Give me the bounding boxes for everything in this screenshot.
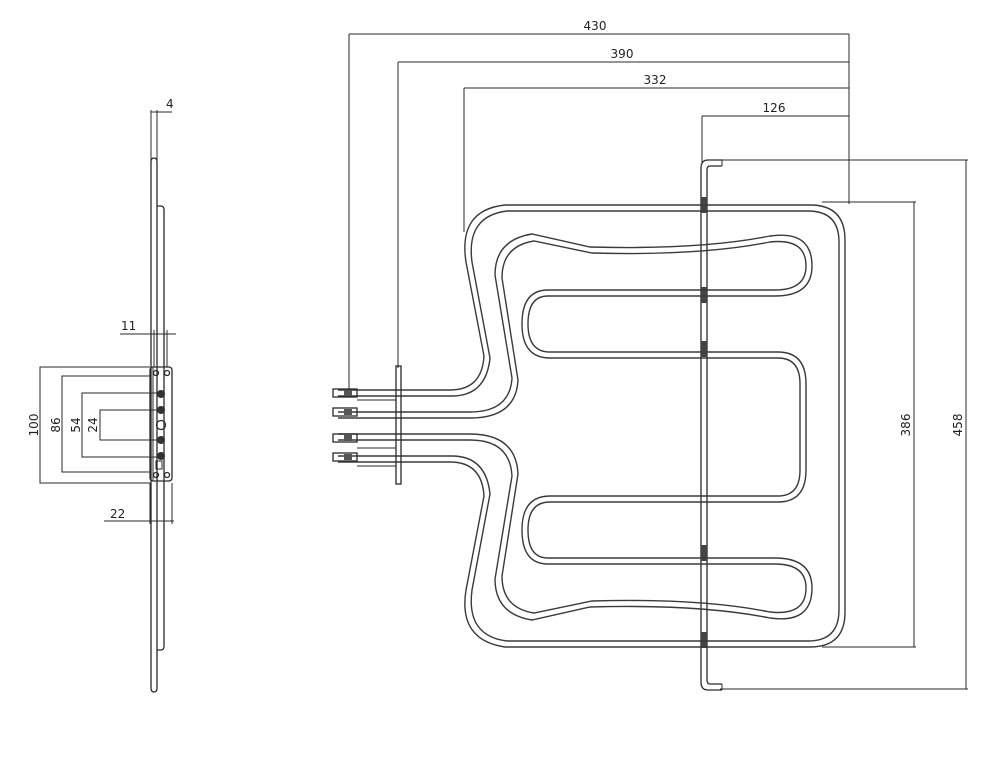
dim-430: 430 xyxy=(584,19,607,33)
dim-11: 11 xyxy=(121,319,136,333)
dim-bracket-86 xyxy=(61,375,150,473)
serpentine-heating-element-inner xyxy=(338,240,807,614)
front-view: 430 390 332 126 458 386 xyxy=(332,19,968,691)
terminal-pin-1 xyxy=(157,390,165,398)
side-rod xyxy=(150,157,158,693)
outer-heating-element xyxy=(338,204,846,648)
terminal-pin-4 xyxy=(157,452,165,460)
dim-332: 332 xyxy=(644,73,667,87)
side-view: 4 11 100 86 54 24 22 xyxy=(27,97,176,693)
dim-100: 100 xyxy=(27,414,41,437)
height-dimensions: 458 386 xyxy=(720,159,968,690)
dim-54: 54 xyxy=(69,417,83,432)
dim-bracket-24 xyxy=(99,409,158,441)
dim-390: 390 xyxy=(611,47,634,61)
dim-24: 24 xyxy=(86,417,100,432)
dim-126: 126 xyxy=(763,101,786,115)
dim-86: 86 xyxy=(49,417,63,432)
terminal-center-hole xyxy=(155,419,167,431)
outer-heating-element-inner xyxy=(338,210,840,642)
serpentine-heating-element xyxy=(338,233,813,621)
dim-bracket-54 xyxy=(81,392,158,458)
dim-bracket-100 xyxy=(39,366,150,484)
terminal-pin-2 xyxy=(157,406,165,414)
terminal-pin-3 xyxy=(157,436,165,444)
terminal-plate xyxy=(149,366,173,482)
dim-4: 4 xyxy=(166,97,174,111)
flange-plate xyxy=(395,365,402,485)
dim-22: 22 xyxy=(110,507,125,521)
dim-458: 458 xyxy=(951,414,965,437)
terminal-connectors xyxy=(332,388,358,462)
width-dimensions: 430 390 332 126 xyxy=(348,19,850,390)
dim-386: 386 xyxy=(899,414,913,437)
